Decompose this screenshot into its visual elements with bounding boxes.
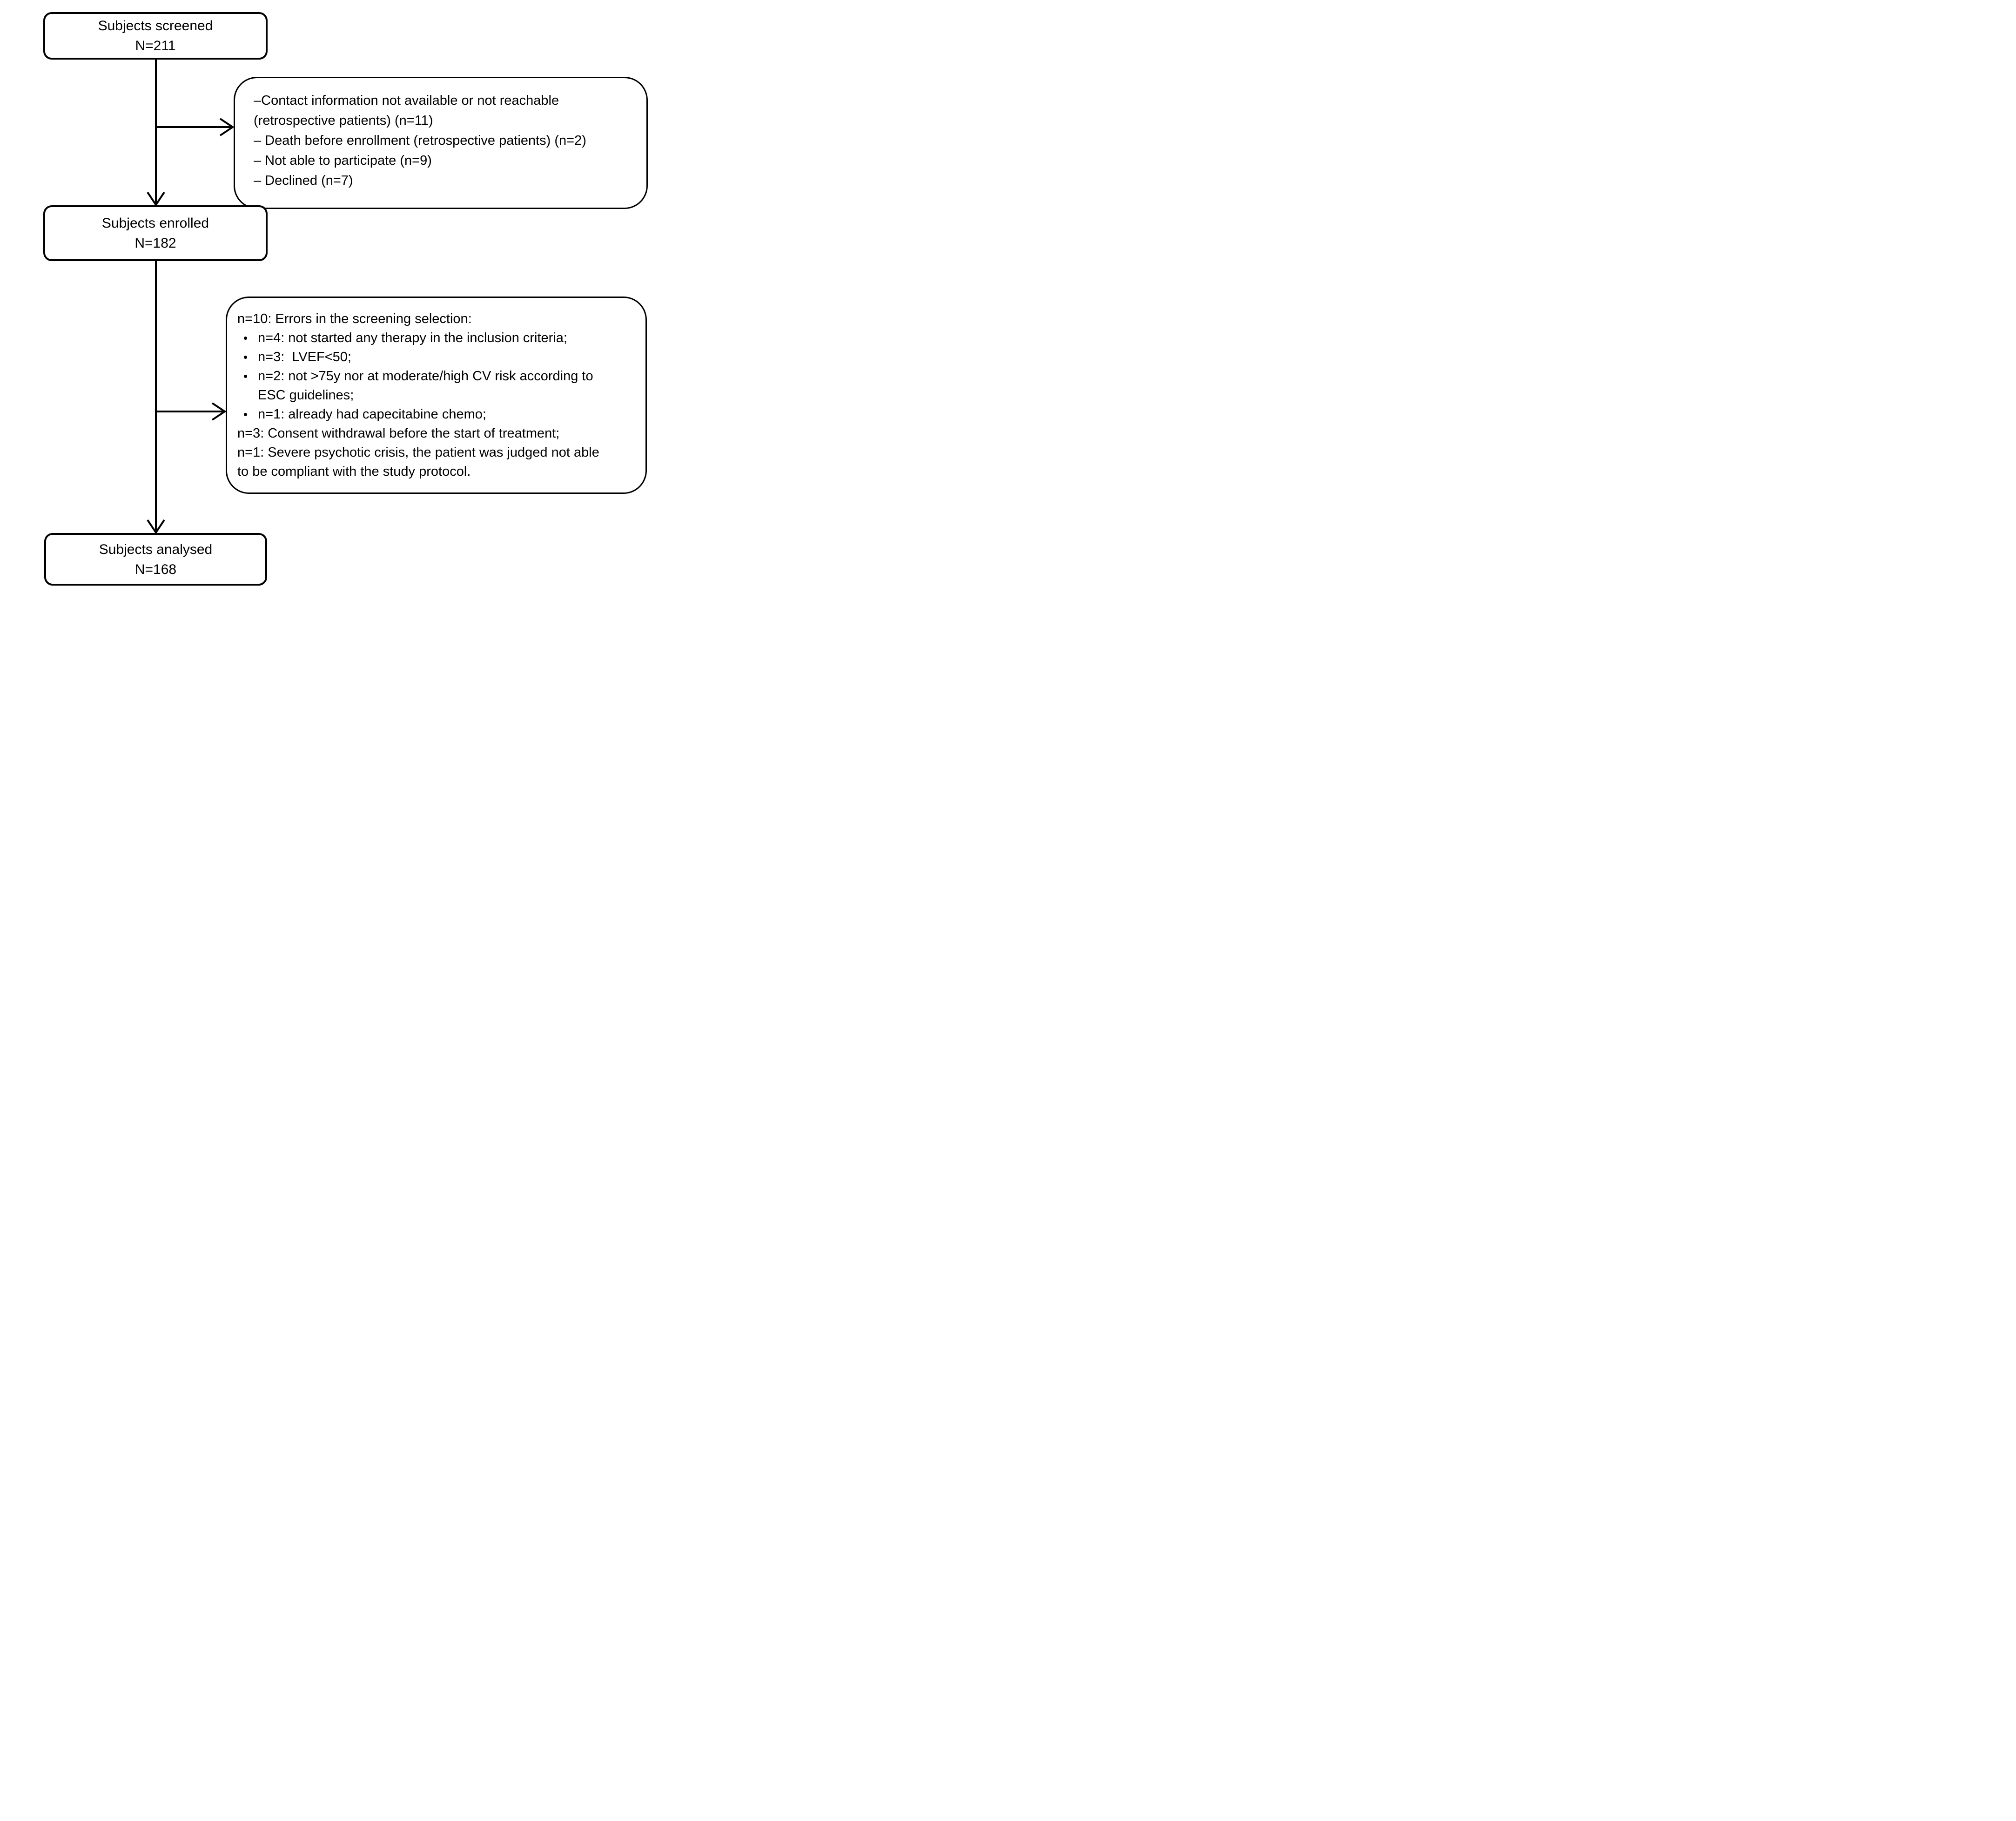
flow-box-subjects-enrolled: Subjects enrolled N=182 xyxy=(43,205,268,261)
subjects-enrolled-count: N=182 xyxy=(134,236,176,251)
bullet-icon: • xyxy=(243,369,248,383)
exclusion-box-enrollment: n=10: Errors in the screening selection:… xyxy=(226,297,647,494)
flow-diagram: Subjects screened N=211 –Contact informa… xyxy=(0,0,672,607)
arrowhead-down-enrolled xyxy=(147,191,165,207)
exclusion-bullet-item: • n=3: LVEF<50; xyxy=(237,348,627,367)
exclusion-bullet-item: • n=4: not started any therapy in the in… xyxy=(237,329,627,348)
flow-box-subjects-analysed: Subjects analysed N=168 xyxy=(44,533,267,586)
exclusion-note: n=3: Consent withdrawal before the start… xyxy=(237,426,560,441)
exclusion-bullet-item: • n=1: already had capecitabine chemo; xyxy=(237,405,627,424)
subjects-analysed-label: Subjects analysed xyxy=(99,541,213,557)
subjects-analysed-count: N=168 xyxy=(134,561,177,577)
exclusion-item: – Death before enrollment (retrospective… xyxy=(254,133,586,148)
exclusion-box-screening: –Contact information not available or no… xyxy=(234,77,648,209)
exclusion-item: – Declined (n=7) xyxy=(254,173,353,188)
arrowhead-right-excluded-bottom xyxy=(211,402,227,421)
exclusion-note: n=1: Severe psychotic crisis, the patien… xyxy=(237,445,603,479)
bullet-icon: • xyxy=(243,350,248,364)
exclusion-item: –Contact information not available or no… xyxy=(254,93,563,128)
subjects-screened-label: Subjects screened xyxy=(98,18,213,34)
subjects-screened-count: N=211 xyxy=(135,38,176,54)
bullet-icon: • xyxy=(243,331,248,345)
flow-box-subjects-screened: Subjects screened N=211 xyxy=(43,12,268,60)
bullet-icon: • xyxy=(243,407,248,421)
exclusion-intro: n=10: Errors in the screening selection: xyxy=(237,311,472,326)
arrowhead-down-analysed xyxy=(147,519,165,534)
exclusion-bullet-text: n=2: not >75y nor at moderate/high CV ri… xyxy=(258,369,597,403)
exclusion-bullet-text: n=4: not started any therapy in the incl… xyxy=(258,330,567,345)
exclusion-bullet-text: n=1: already had capecitabine chemo; xyxy=(258,407,486,422)
arrowhead-right-excluded-top xyxy=(219,118,235,136)
exclusion-item: – Not able to participate (n=9) xyxy=(254,153,432,168)
subjects-enrolled-label: Subjects enrolled xyxy=(101,216,209,231)
exclusion-bullet-text: n=3: LVEF<50; xyxy=(258,350,351,364)
exclusion-bullet-item: • n=2: not >75y nor at moderate/high CV … xyxy=(237,367,627,405)
